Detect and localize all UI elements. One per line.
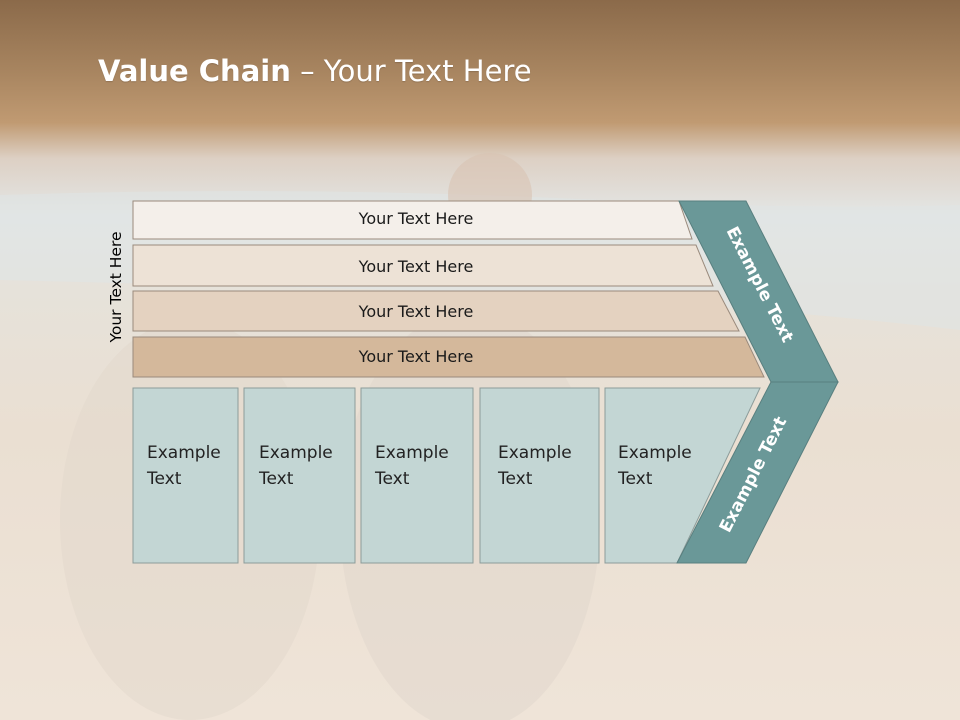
bar-4-label: Your Text Here (358, 347, 474, 366)
box-2 (243, 387, 356, 564)
box-5-line1: Example (618, 443, 692, 463)
title-rest: – Your Text Here (290, 54, 532, 88)
box-1-line2: Text (147, 469, 182, 489)
box-1-line1: Example (147, 443, 221, 463)
bar-1 (132, 200, 693, 240)
box-2-line1: Example (259, 443, 333, 463)
box-3 (360, 387, 474, 564)
box-2-line2: Text (259, 469, 294, 489)
box-4-line2: Text (498, 469, 533, 489)
bar-2 (132, 244, 714, 287)
bar-3 (132, 290, 740, 332)
reflection-shapes (132, 564, 825, 720)
box-4 (479, 387, 600, 564)
bar-2-label: Your Text Here (358, 257, 474, 276)
bar-4 (132, 336, 765, 378)
box-5-line2: Text (618, 469, 653, 489)
reflection-area (0, 564, 960, 720)
box-3-line1: Example (375, 443, 449, 463)
bar-1-label: Your Text Here (358, 209, 474, 228)
bar-3-label: Your Text Here (358, 302, 474, 321)
slide-title: Value Chain – Your Text Here (98, 54, 532, 88)
title-bold: Value Chain (98, 54, 291, 88)
box-1 (132, 387, 239, 564)
box-4-line1: Example (498, 443, 572, 463)
chevron-lower (676, 381, 839, 564)
box-3-line2: Text (375, 469, 410, 489)
